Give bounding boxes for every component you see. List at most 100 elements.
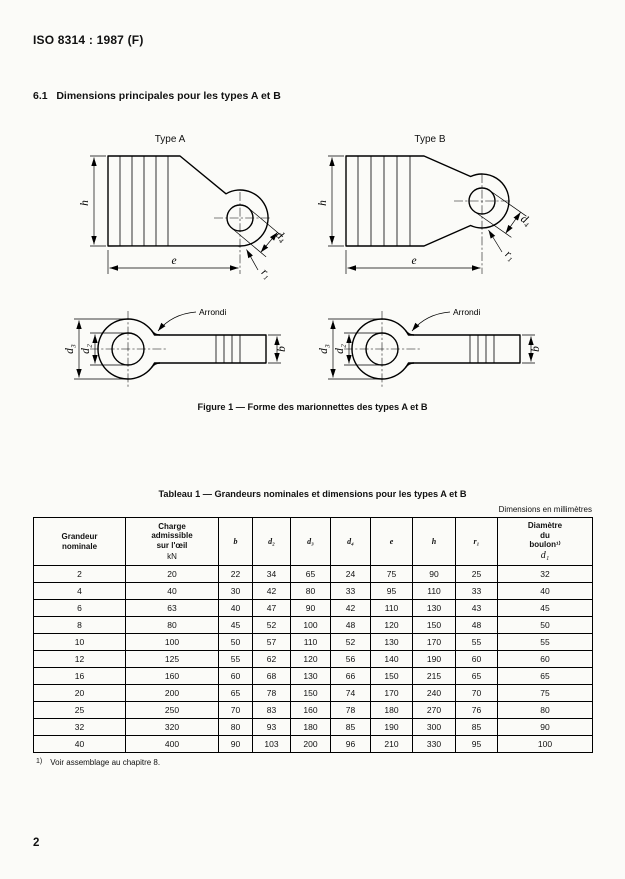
table-cell: 32 bbox=[33, 718, 126, 736]
table-cell: 65 bbox=[497, 667, 593, 685]
side-b-lamination-lines bbox=[469, 335, 495, 363]
dim-label-d4: d₄ bbox=[273, 229, 288, 244]
table-cell: 45 bbox=[218, 616, 253, 634]
table-cell: 57 bbox=[252, 633, 291, 651]
table-cell: 65 bbox=[455, 667, 498, 685]
table-cell: 60 bbox=[218, 667, 253, 685]
type-a-dimension-r1: r₁ bbox=[246, 249, 273, 281]
table-cell: 120 bbox=[290, 650, 331, 668]
dim-label-b: b bbox=[530, 346, 542, 352]
side-a-dimension-d2: d₂ bbox=[80, 332, 128, 366]
table-cell: 65 bbox=[290, 565, 331, 583]
table-cell: 24 bbox=[330, 565, 371, 583]
table-cell: 95 bbox=[370, 582, 413, 600]
table-cell: 190 bbox=[370, 718, 413, 736]
side-b-dimension-d3: d₃ bbox=[318, 318, 382, 380]
table-cell: 93 bbox=[252, 718, 291, 736]
table-cell: 52 bbox=[252, 616, 291, 634]
table-cell: 83 bbox=[252, 701, 291, 719]
type-a-outline bbox=[107, 155, 269, 247]
side-a-fillets bbox=[151, 330, 161, 368]
type-a-label: Type A bbox=[154, 134, 186, 145]
table-cell: 100 bbox=[125, 633, 219, 651]
table-cell: 160 bbox=[290, 701, 331, 719]
dim-label-d4: d₄ bbox=[518, 213, 533, 228]
page-number: 2 bbox=[33, 837, 40, 849]
col-header-charge-unit: kN bbox=[167, 551, 177, 561]
table-cell: 150 bbox=[290, 684, 331, 702]
table-cell: 55 bbox=[497, 633, 593, 651]
table-title: Tableau 1 — Grandeurs nominales et dimen… bbox=[158, 489, 467, 499]
table-cell: 130 bbox=[370, 633, 413, 651]
dim-label-d3: d₃ bbox=[64, 344, 76, 354]
side-a-lamination-lines bbox=[215, 335, 241, 363]
table-cell: 8 bbox=[33, 616, 126, 634]
table-cell: 42 bbox=[330, 599, 371, 617]
type-b-drawing: h e d₄ r₁ bbox=[317, 155, 533, 274]
col-header-charge-label: Charge admissible sur l'œil bbox=[151, 521, 193, 551]
dim-label-d3: d₃ bbox=[318, 344, 330, 354]
table-cell: 210 bbox=[370, 735, 413, 753]
table-cell: 2 bbox=[33, 565, 126, 583]
type-b-dimension-h: h bbox=[317, 155, 344, 247]
table-cell: 55 bbox=[455, 633, 498, 651]
table-cell: 78 bbox=[330, 701, 371, 719]
table-cell: 110 bbox=[290, 633, 331, 651]
side-b-fillets bbox=[405, 330, 415, 368]
table-cell: 300 bbox=[412, 718, 456, 736]
dim-label-d2: d₂ bbox=[334, 344, 346, 354]
table-cell: 6 bbox=[33, 599, 126, 617]
table-cell: 103 bbox=[252, 735, 291, 753]
type-a-lamination-lines bbox=[119, 156, 169, 246]
side-a-centerlines bbox=[90, 311, 168, 387]
col-header-grandeur: Grandeur nominale bbox=[33, 517, 126, 566]
table-cell: 90 bbox=[290, 599, 331, 617]
side-a-dimension-d3: d₃ bbox=[64, 318, 128, 380]
table-cell: 10 bbox=[33, 633, 126, 651]
col-header-d4: d₄ bbox=[330, 517, 371, 566]
side-b-arrondi-callout: Arrondi bbox=[411, 307, 481, 332]
table-cell: 33 bbox=[330, 582, 371, 600]
type-b-dimension-e: e bbox=[345, 250, 481, 274]
dimensions-table: Grandeur nominale Charge admissible sur … bbox=[33, 517, 593, 753]
table-cell: 180 bbox=[290, 718, 331, 736]
figure-caption: Figure 1 — Forme des marionnettes des ty… bbox=[197, 402, 428, 412]
col-header-d2: d₂ bbox=[252, 517, 291, 566]
table-cell: 180 bbox=[370, 701, 413, 719]
dim-label-r1: r₁ bbox=[259, 266, 273, 281]
table-cell: 85 bbox=[455, 718, 498, 736]
type-b-dimension-r1: r₁ bbox=[488, 229, 517, 263]
table-cell: 200 bbox=[290, 735, 331, 753]
table-cell: 140 bbox=[370, 650, 413, 668]
col-header-grandeur-label: Grandeur nominale bbox=[61, 531, 98, 551]
col-header-diametre-label: Diamètre du boulon¹⁾ bbox=[527, 520, 563, 550]
col-header-diametre-sub: d₁ bbox=[540, 550, 550, 562]
table-cell: 4 bbox=[33, 582, 126, 600]
table-cell: 68 bbox=[252, 667, 291, 685]
table-cell: 215 bbox=[412, 667, 456, 685]
side-b-centerlines bbox=[344, 311, 422, 387]
side-b-outline bbox=[351, 318, 521, 380]
table-cell: 40 bbox=[33, 735, 126, 753]
table-cell: 43 bbox=[455, 599, 498, 617]
table-cell: 56 bbox=[330, 650, 371, 668]
table-cell: 270 bbox=[412, 701, 456, 719]
table-cell: 60 bbox=[455, 650, 498, 668]
col-header-diametre: Diamètre du boulon¹⁾ d₁ bbox=[497, 517, 593, 566]
table-cell: 40 bbox=[497, 582, 593, 600]
table-cell: 80 bbox=[497, 701, 593, 719]
col-header-b: b bbox=[218, 517, 253, 566]
table-cell: 190 bbox=[412, 650, 456, 668]
table-cell: 250 bbox=[125, 701, 219, 719]
table-cell: 20 bbox=[125, 565, 219, 583]
table-cell: 45 bbox=[497, 599, 593, 617]
dim-label-r1: r₁ bbox=[503, 248, 517, 263]
table-cell: 330 bbox=[412, 735, 456, 753]
dim-label-b: b bbox=[276, 346, 288, 352]
